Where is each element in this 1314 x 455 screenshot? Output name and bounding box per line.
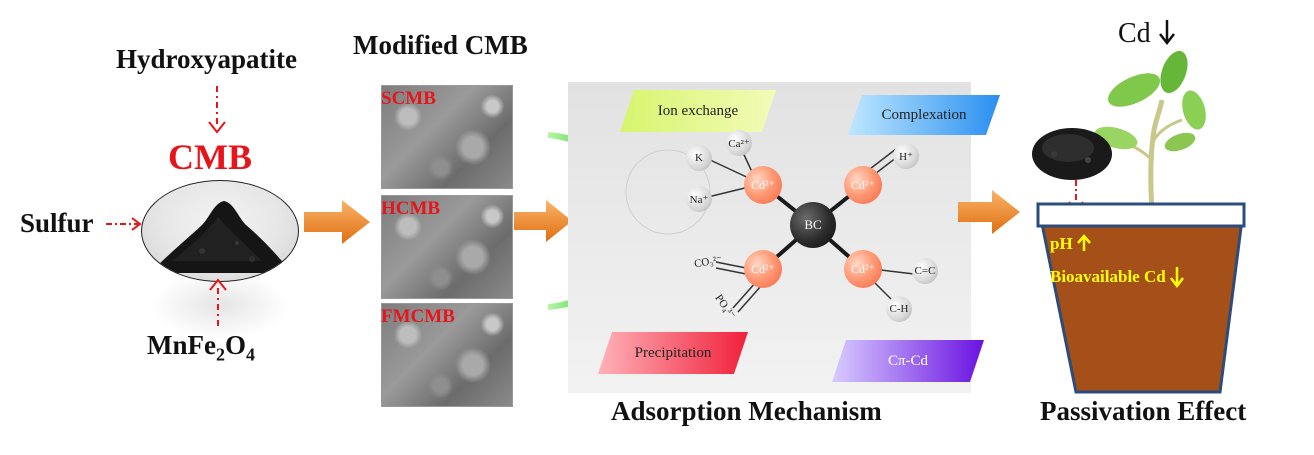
orange-arrow-1: [304, 200, 370, 244]
mnfe2o4-label: MnFe2O4: [147, 330, 255, 365]
hydroxyapatite-arrow: [208, 86, 226, 134]
sulfur-arrow: [106, 217, 142, 231]
orange-arrow-3: [958, 190, 1020, 234]
precipitation-badge: [598, 332, 748, 374]
h-node: H⁺: [893, 143, 919, 169]
cmb-label: CMB: [168, 137, 252, 177]
sem-label-scmb: SCMB: [381, 88, 436, 109]
sulfur-label: Sulfur: [20, 208, 94, 238]
ca-node: Ca²⁺: [726, 130, 752, 156]
cd-node-bottom-right: Cd²⁺: [844, 250, 882, 288]
cpi-cd-label: Cπ-Cd: [887, 352, 929, 369]
ion-exchange-label: Ion exchange: [657, 102, 739, 119]
cd-node-top-left: Cd²⁺: [744, 166, 782, 204]
ph-label: pH: [1050, 234, 1091, 254]
adsorption-mechanism-caption: Adsorption Mechanism: [611, 396, 882, 426]
pot: [1036, 202, 1246, 394]
sem-label-hcmb: HCMB: [381, 198, 441, 219]
down-arrow-icon: [1158, 20, 1175, 46]
modified-cmb-title: Modified CMB: [353, 30, 528, 60]
complexation-label: Complexation: [881, 106, 967, 123]
down-arrow-icon: [1169, 267, 1184, 289]
cmb-pile-on-pot: [1032, 128, 1112, 180]
bc-node: BC: [790, 202, 836, 248]
cmb-powder-pile: [150, 201, 292, 273]
ch-node: C-H: [886, 296, 912, 322]
mechanism-bonds: [625, 143, 915, 313]
hydroxyapatite-label: Hydroxyapatite: [116, 44, 297, 74]
cc-node: C=C: [912, 258, 938, 284]
na-node: Na⁺: [686, 186, 712, 212]
cpi-cd-badge: [832, 340, 984, 382]
passivation-effect-caption: Passivation Effect: [1040, 396, 1247, 426]
sem-panel-scmb: [381, 85, 513, 189]
up-arrow-icon: [1076, 234, 1091, 251]
cd-node-bottom-left: Cd²⁺: [744, 250, 782, 288]
sem-panel-fmcmb: [381, 303, 513, 407]
cd-decrease-label: Cd: [1118, 18, 1176, 50]
sem-panel-hcmb: [381, 195, 513, 299]
precipitation-label: Precipitation: [634, 344, 712, 361]
sem-label-fmcmb: FMCMB: [381, 306, 455, 327]
ion-exchange-badge: [620, 90, 776, 132]
cd-node-top-right: Cd²⁺: [844, 166, 882, 204]
bioavailable-cd-label: Bioavailable Cd: [1050, 266, 1184, 289]
k-node: K: [686, 145, 712, 171]
cmb-powder-image: [141, 180, 299, 282]
orange-arrow-2: [514, 200, 572, 242]
complexation-badge: [848, 95, 1000, 135]
mnfe-arrow: [209, 278, 227, 326]
